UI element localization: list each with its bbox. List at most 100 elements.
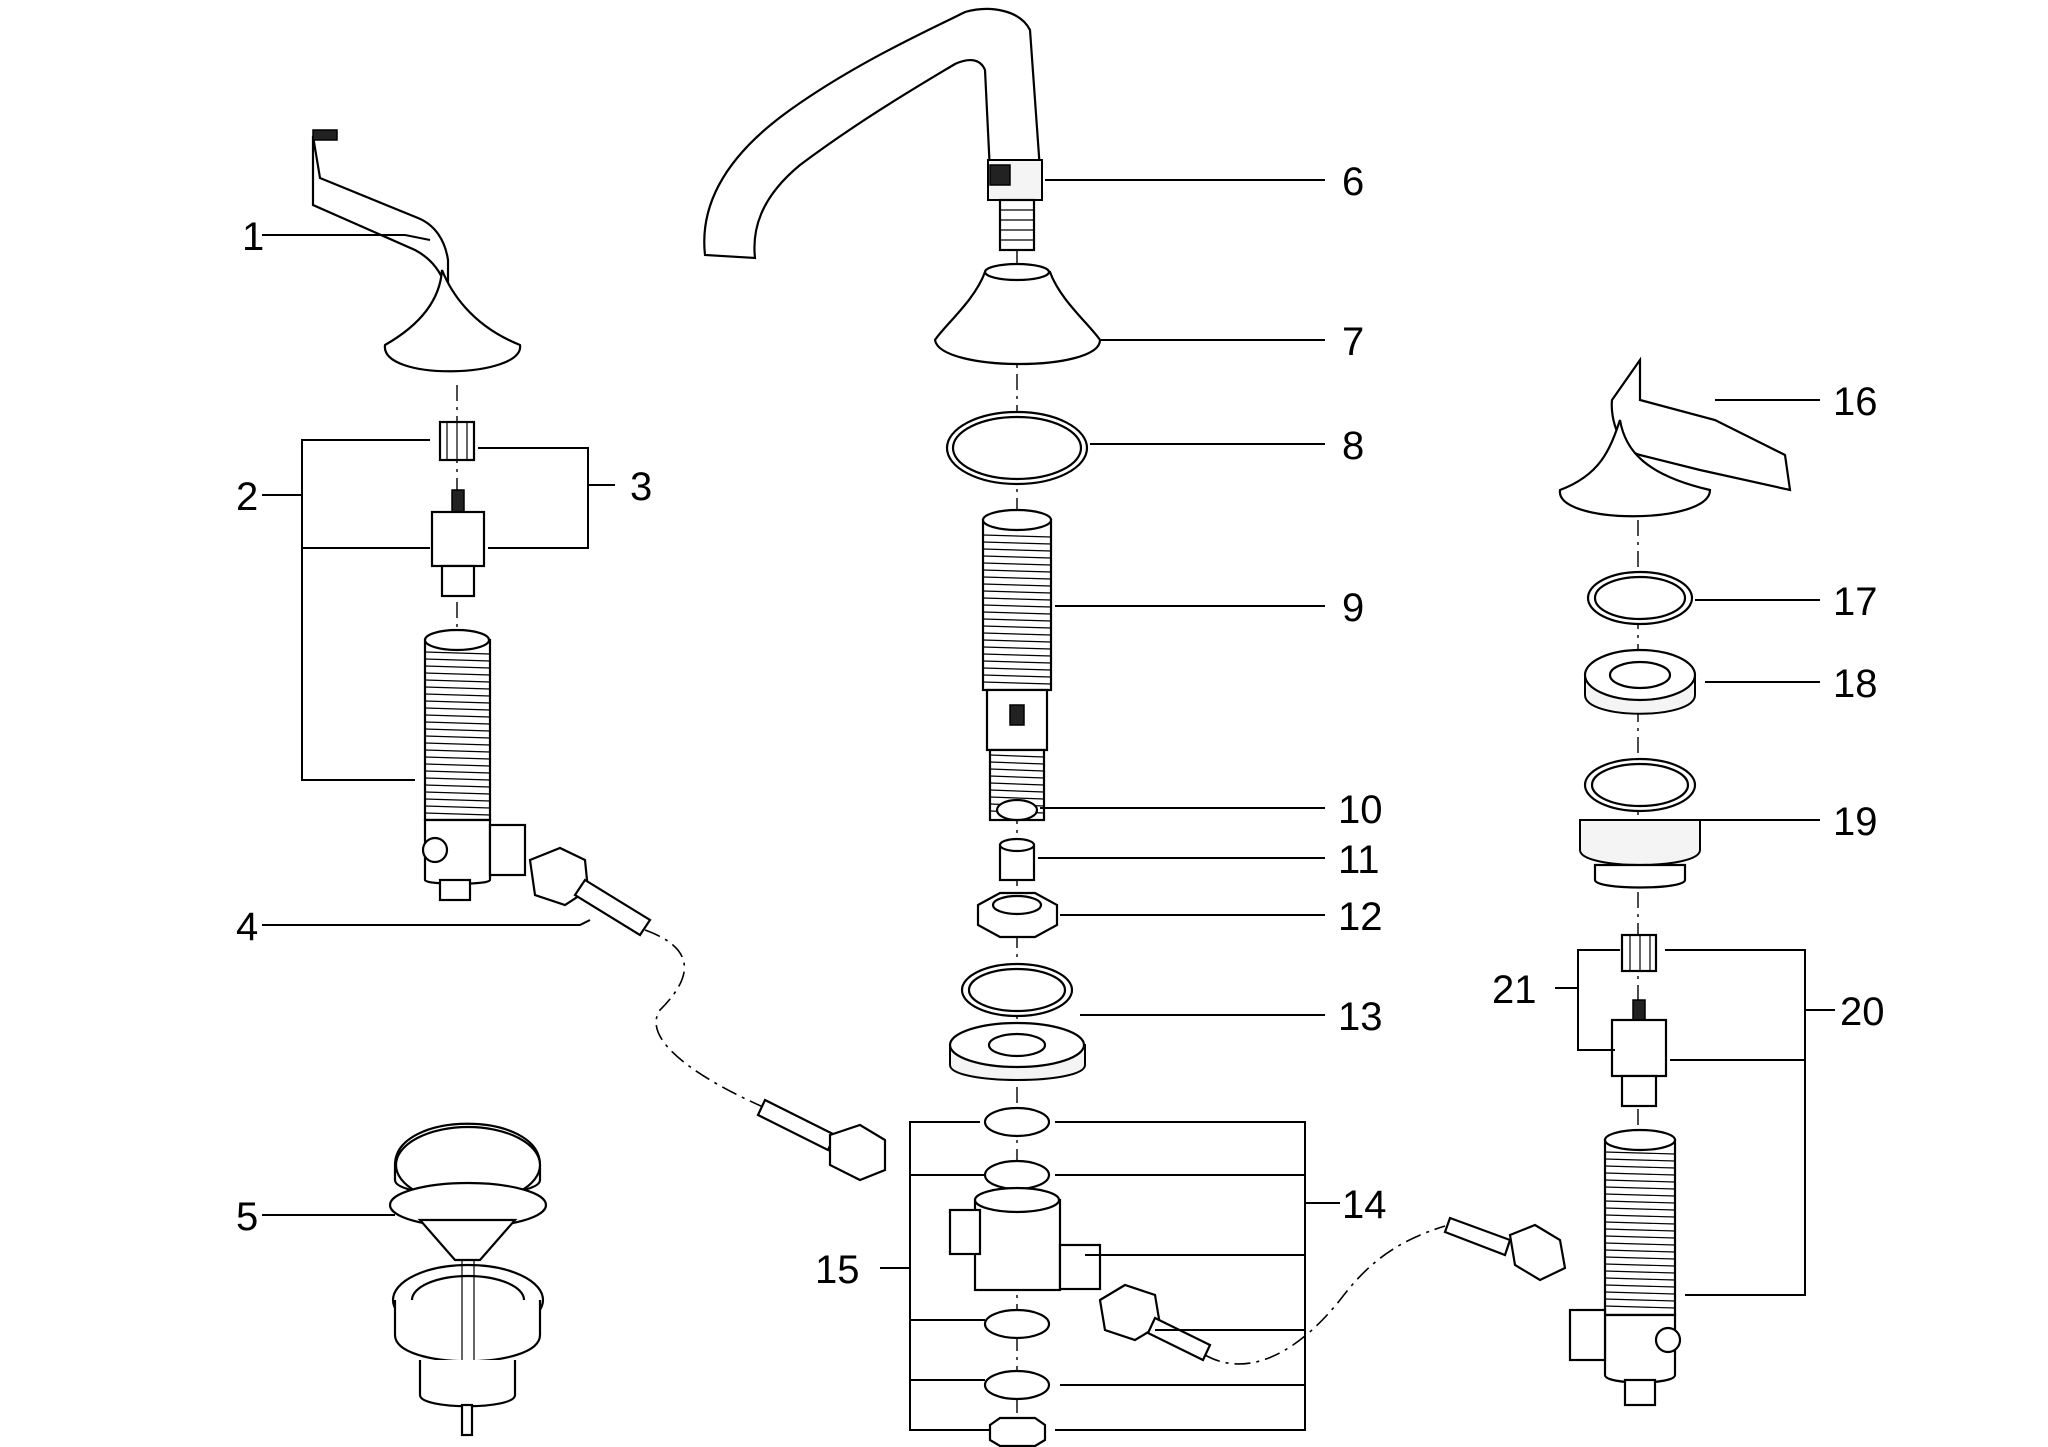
thread-line — [424, 665, 491, 669]
callout-11: 11 — [1338, 838, 1380, 882]
bottom-nut-15 — [988, 1416, 1047, 1447]
thread-line — [1604, 1291, 1676, 1295]
thread-line — [424, 805, 491, 809]
callout-14: 14 — [1342, 1183, 1387, 1227]
hose-route-right — [1204, 1225, 1446, 1365]
callout-3: 3 — [630, 465, 652, 509]
thread-line — [1604, 1305, 1676, 1309]
thread-line — [424, 672, 491, 676]
callout-7: 7 — [1342, 320, 1364, 364]
callout-16: 16 — [1833, 380, 1878, 424]
thread-line — [424, 735, 491, 739]
thread-line — [982, 534, 1052, 538]
tee-body-part-15 — [948, 1186, 1102, 1292]
thread-line — [1604, 1270, 1676, 1274]
thread-line — [424, 742, 491, 746]
ring-14-b — [983, 1159, 1051, 1191]
hose-part-4 — [528, 846, 652, 937]
thread-line — [424, 798, 491, 802]
thread-line — [424, 707, 491, 711]
thread-line — [424, 714, 491, 718]
thread-line — [1604, 1207, 1676, 1211]
thread-line — [1604, 1186, 1676, 1190]
callout-21: 21 — [1492, 968, 1537, 1012]
thread-line — [982, 625, 1052, 629]
callout-4: 4 — [236, 905, 258, 949]
thread-line — [424, 749, 491, 753]
leader-lines — [262, 179, 1835, 1431]
thread-line — [424, 784, 491, 788]
callout-6: 6 — [1342, 160, 1364, 204]
thread-line — [982, 569, 1052, 573]
callout-5: 5 — [236, 1195, 258, 1239]
thread-line — [424, 728, 491, 732]
thread-line — [982, 632, 1052, 636]
hose-route-left — [644, 929, 771, 1111]
thread-line — [1604, 1256, 1676, 1260]
thread-line — [989, 789, 1045, 793]
callout-10: 10 — [1338, 788, 1383, 832]
ring-14-d — [983, 1369, 1051, 1401]
thread-line — [989, 761, 1045, 765]
thread-line — [1604, 1221, 1676, 1225]
hex-nut-part-12 — [976, 891, 1059, 939]
thread-line — [1604, 1277, 1676, 1281]
valve-body-right — [1568, 1128, 1682, 1407]
cartridge-right — [1610, 999, 1668, 1108]
hose-center-right — [1098, 1283, 1212, 1362]
ring-inner-17 — [1593, 575, 1687, 621]
callout-2: 2 — [236, 475, 258, 519]
thread-line — [982, 548, 1052, 552]
cartridge-left — [430, 489, 486, 598]
thread-line — [982, 667, 1052, 671]
spout-marking — [989, 164, 1011, 186]
thread-line — [982, 618, 1052, 622]
thread-line — [989, 782, 1045, 786]
thread-line — [1604, 1242, 1676, 1246]
thread-line — [1604, 1235, 1676, 1239]
thread-line — [982, 562, 1052, 566]
callout-15: 15 — [815, 1248, 860, 1292]
ring-14-c — [983, 1308, 1051, 1340]
callout-18: 18 — [1833, 662, 1878, 706]
callout-20: 20 — [1840, 990, 1885, 1034]
thread-line — [424, 763, 491, 767]
adapter-part-11 — [998, 837, 1036, 882]
callout-9: 9 — [1342, 586, 1364, 630]
thread-line — [982, 604, 1052, 608]
thread-line — [424, 651, 491, 655]
callout-labels: 1 2 3 4 5 6 7 8 9 10 11 12 13 14 15 16 1… — [236, 160, 1885, 1292]
thread-line — [1604, 1298, 1676, 1302]
thread-line — [982, 597, 1052, 601]
thread-line — [1604, 1165, 1676, 1169]
thread-line — [982, 541, 1052, 545]
thread-line — [982, 639, 1052, 643]
gasket-inner-13 — [967, 967, 1067, 1013]
escutcheon-part-7 — [933, 262, 1102, 365]
thread-line — [1604, 1200, 1676, 1204]
drain-part-5 — [388, 1122, 548, 1437]
thread-line — [989, 754, 1045, 758]
thread-line — [1604, 1228, 1676, 1232]
thread-line — [982, 611, 1052, 615]
thread-line — [982, 660, 1052, 664]
thread-line — [989, 768, 1045, 772]
thread-line — [1604, 1284, 1676, 1288]
thread-line — [424, 721, 491, 725]
thread-line — [1604, 1172, 1676, 1176]
callout-17: 17 — [1833, 580, 1878, 624]
thread-line — [424, 812, 491, 816]
thread-line — [1604, 1158, 1676, 1162]
callout-8: 8 — [1342, 424, 1364, 468]
o-ring-inner-8 — [951, 415, 1083, 481]
lock-ring-part-18 — [1583, 648, 1697, 715]
thread-line — [1604, 1151, 1676, 1155]
thread-line — [982, 681, 1052, 685]
thread-line — [424, 770, 491, 774]
thread-line — [424, 700, 491, 704]
callout-19: 19 — [1833, 800, 1878, 844]
thread-line — [424, 693, 491, 697]
thread-line — [982, 555, 1052, 559]
thread-line — [424, 756, 491, 760]
spout-stub — [998, 198, 1036, 252]
